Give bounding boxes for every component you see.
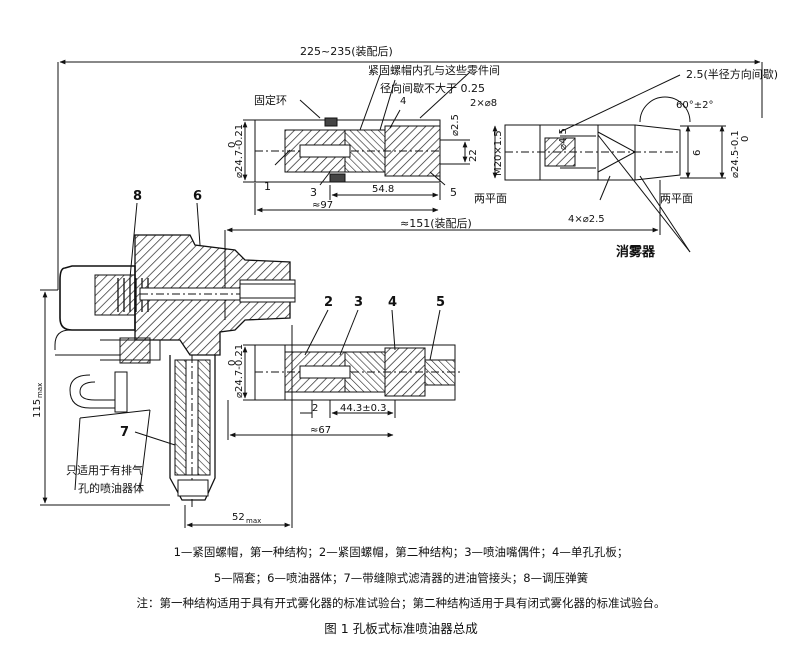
dim-angle: 60°±2° xyxy=(676,100,713,111)
label-top-3: 3 xyxy=(310,186,317,199)
label-bot-5: 5 xyxy=(436,295,445,310)
dim-2: 2 xyxy=(312,403,318,414)
bottom-nut-assembly xyxy=(254,344,460,401)
injector-body xyxy=(54,234,296,510)
dim-tol0-bottom: 0 xyxy=(227,360,238,366)
dim-dia2-5: ⌀2.5 xyxy=(450,114,461,136)
dim-assembled-151: ≈151(装配后) xyxy=(400,217,472,230)
caption-legend-line2: 5—隔套；6—喷油器体；7—带缝隙式滤清器的进油管接头；8—调压弹簧 xyxy=(213,571,589,585)
label-top-5: 5 xyxy=(450,186,457,199)
note-clearance-line1: 紧固螺帽内孔与这些零件间 xyxy=(368,63,500,77)
note-exhaust-line2: 孔的喷油器体 xyxy=(78,481,144,495)
dim-44-3: 44.3±0.3 xyxy=(340,403,387,414)
caption-note: 注：第一种结构适用于具有开式雾化器的标准试验台；第二种结构适用于具有闭式雾化器的… xyxy=(136,596,666,610)
label-bot-2: 2 xyxy=(324,295,333,310)
dim-115-sub: max xyxy=(36,383,44,398)
dim-dia24-7-bottom: ⌀24.7-0.21 xyxy=(234,344,245,398)
dim-tol0-top: 0 xyxy=(227,142,238,148)
dim-approx97: ≈97 xyxy=(312,200,333,211)
dim-22: 22 xyxy=(468,149,479,162)
note-fixing-ring: 固定环 xyxy=(254,93,287,107)
note-exhaust-line1: 只适用于有排气 xyxy=(66,463,143,477)
atomizer-view xyxy=(504,124,681,181)
figure-title: 图 1 孔板式标准喷油器总成 xyxy=(324,621,478,636)
dim-dia4-5: ⌀4.5 xyxy=(558,128,569,150)
dim-holes-8: 2×⌀8 xyxy=(470,98,497,109)
top-nut-assembly xyxy=(254,117,441,183)
label-bot-4: 4 xyxy=(388,295,397,310)
label-bot-3: 3 xyxy=(354,295,363,310)
label-main-6: 6 xyxy=(193,189,202,204)
label-main-8: 8 xyxy=(133,189,142,204)
dim-54-8: 54.8 xyxy=(372,184,394,195)
label-top-4: 4 xyxy=(400,96,406,107)
label-top-1: 1 xyxy=(264,180,271,193)
note-flat1: 两平面 xyxy=(474,192,507,205)
note-radial-gap: 2.5(半径方向间歇) xyxy=(686,67,778,81)
dim-holes-2-5: 4×⌀2.5 xyxy=(568,214,605,225)
dim-52: 52 xyxy=(232,512,245,523)
dim-115: 115 xyxy=(32,399,43,418)
dim-tol0-right: 0 xyxy=(740,136,751,142)
dim-dia24-5: ⌀24.5-0.1 xyxy=(730,130,741,178)
note-clearance-line2: 径向间歇不大于 0.25 xyxy=(380,81,485,95)
label-main-7: 7 xyxy=(120,425,129,440)
note-flat2: 两平面 xyxy=(660,192,693,205)
dim-52-sub: max xyxy=(246,517,261,525)
dim-approx67: ≈67 xyxy=(310,425,331,436)
dim-m20: M20×1.5 xyxy=(493,130,504,176)
dim-6: 6 xyxy=(692,150,703,156)
caption-legend-line1: 1—紧固螺帽，第一种结构；2—紧固螺帽，第二种结构；3—喷油嘴偶件；4—单孔孔板… xyxy=(173,545,629,559)
dim-overall: 225~235(装配后) xyxy=(300,45,393,58)
note-atomizer: 消雾器 xyxy=(616,244,656,260)
dim-dia24-7-top: ⌀24.7-0.21 xyxy=(234,124,245,178)
injector-assembly-drawing: 225~235(装配后) 紧固螺帽内孔与这些零件间 径向间歇不大于 0.25 固… xyxy=(32,45,778,528)
